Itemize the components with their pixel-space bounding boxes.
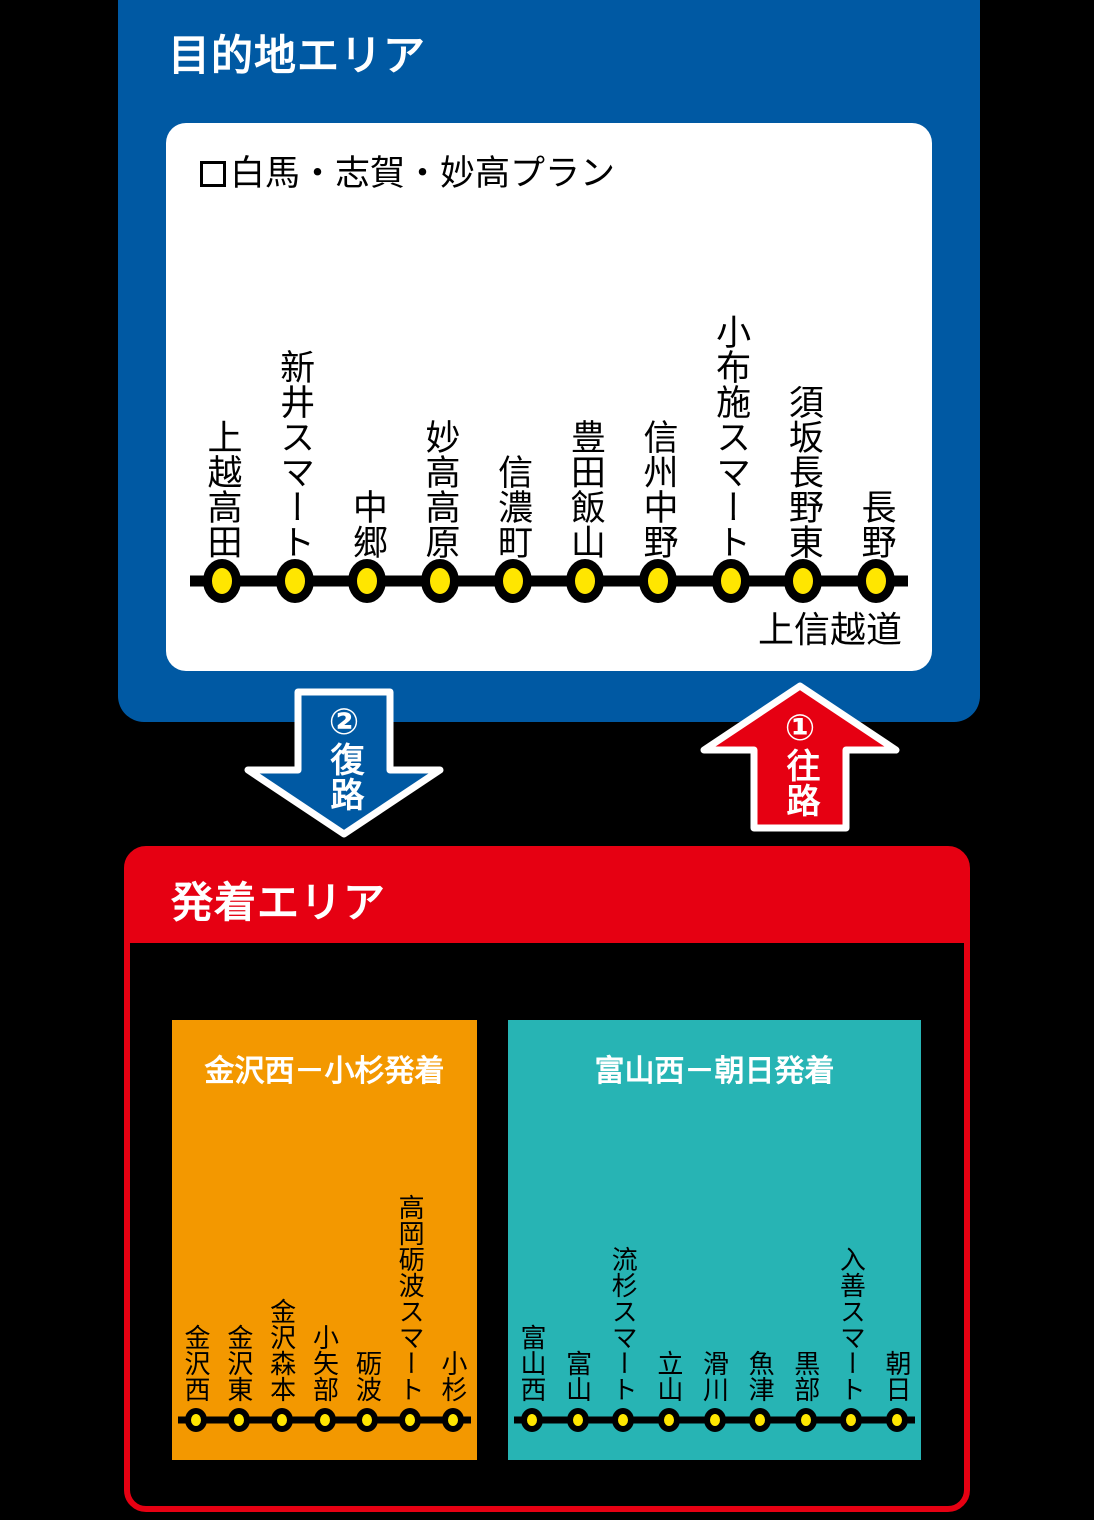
station-node[interactable] (566, 559, 605, 603)
station-node[interactable] (227, 1408, 250, 1432)
outward-trip-arrow: ① 往路 (696, 682, 904, 832)
station-label: 富山西 (517, 1324, 547, 1402)
departure-area-title: 発着エリア (171, 879, 387, 926)
plan-label-text: 白馬・志賀・妙高プラン (230, 154, 616, 193)
station-node[interactable] (313, 1408, 336, 1432)
station-label: 朝日 (882, 1350, 912, 1402)
destination-route-name: 上信越道 (757, 609, 902, 650)
station-label: 妙高高原 (420, 419, 460, 559)
destination-area-title: 目的地エリア (168, 32, 427, 79)
station-label: 上越高田 (202, 419, 242, 559)
kanazawa-route-line (172, 1402, 477, 1438)
destination-area-panel: 目的地エリア 白馬・志賀・妙高プラン 上信越道 上越高田新井スマート中郷妙高高原… (118, 0, 980, 722)
station-label: 新井スマート (275, 349, 315, 559)
toyama-route-line (508, 1402, 921, 1438)
station-node[interactable] (421, 559, 459, 603)
station-label: 魚津 (745, 1350, 776, 1402)
station-node[interactable] (203, 559, 241, 603)
station-node[interactable] (356, 1408, 379, 1432)
station-label: 信州中野 (638, 419, 678, 559)
destination-plan-card: 白馬・志賀・妙高プラン 上信越道 上越高田新井スマート中郷妙高高原信濃町豊田飯山… (166, 123, 932, 671)
station-label: 黒部 (790, 1350, 821, 1402)
station-node[interactable] (612, 1408, 635, 1432)
station-label: 小矢部 (309, 1324, 340, 1402)
station-label: 信濃町 (493, 454, 533, 559)
station-node[interactable] (784, 559, 823, 603)
station-label: 流杉スマート (608, 1246, 639, 1402)
station-label: 金沢森本 (266, 1298, 297, 1402)
station-label: 豊田飯山 (565, 419, 605, 559)
station-label: 中郷 (347, 489, 387, 559)
departure-group-toyama-title: 富山西－朝日発着 (594, 1055, 835, 1088)
station-label: 入善スマート (836, 1246, 867, 1402)
station-node[interactable] (493, 559, 532, 603)
station-label: 高岡砺波スマート (395, 1194, 426, 1402)
departure-group-kanazawa-title: 金沢西－小杉発着 (204, 1055, 445, 1088)
departure-group-toyama: 富山西－朝日発着 富山西富山流杉スマート立山滑川魚津黒部入善スマート朝日 (508, 1020, 921, 1460)
departure-group-kanazawa: 金沢西－小杉発着 金沢西金沢東金沢森本小矢部砺波高岡砺波スマート小杉 (172, 1020, 477, 1460)
station-node[interactable] (857, 559, 895, 603)
station-node[interactable] (840, 1408, 863, 1432)
station-label: 小杉 (438, 1350, 468, 1402)
empty-checkbox-icon[interactable] (200, 161, 226, 187)
route-track (190, 575, 908, 587)
station-node[interactable] (639, 559, 677, 603)
station-node[interactable] (566, 1408, 589, 1432)
station-node[interactable] (399, 1408, 422, 1432)
station-node[interactable] (348, 559, 387, 603)
departure-area-header: 発着エリア (129, 851, 965, 943)
station-node[interactable] (657, 1408, 680, 1432)
station-label: 金沢西 (181, 1324, 211, 1402)
station-node[interactable] (275, 559, 314, 603)
station-label: 砺波 (352, 1350, 383, 1402)
return-trip-arrow: ② 復路 (240, 688, 448, 838)
station-node[interactable] (270, 1408, 293, 1432)
station-node[interactable] (749, 1408, 772, 1432)
station-node[interactable] (185, 1408, 207, 1432)
station-node[interactable] (521, 1408, 543, 1432)
station-label: 富山 (562, 1350, 593, 1402)
station-label: 小布施スマート (711, 314, 751, 559)
station-node[interactable] (442, 1408, 464, 1432)
departure-area-panel: 発着エリア 金沢西－小杉発着 金沢西金沢東金沢森本小矢部砺波高岡砺波スマート小杉… (124, 846, 970, 1512)
station-node[interactable] (703, 1408, 726, 1432)
station-label: 滑川 (699, 1350, 730, 1402)
station-label: 金沢東 (223, 1324, 254, 1402)
station-node[interactable] (886, 1408, 908, 1432)
station-label: 立山 (653, 1350, 684, 1402)
destination-route-line (166, 553, 932, 609)
station-node[interactable] (711, 559, 750, 603)
station-label: 須坂長野東 (783, 384, 823, 559)
station-label: 長野 (856, 489, 896, 559)
plan-checkbox-row[interactable]: 白馬・志賀・妙高プラン (200, 145, 615, 196)
station-node[interactable] (794, 1408, 817, 1432)
